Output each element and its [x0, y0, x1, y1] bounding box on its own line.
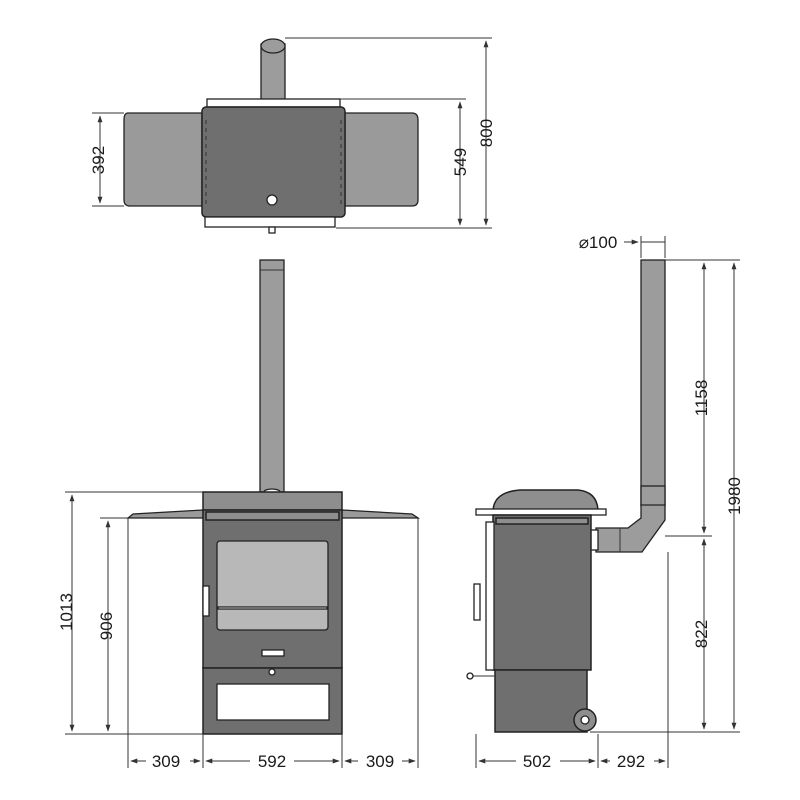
- front-view-right-shelf: [341, 509, 421, 519]
- top-view-knob: [266, 194, 278, 206]
- front-view-badge: [261, 649, 285, 657]
- top-view-flue: [260, 43, 286, 105]
- front-view-door-glass: [216, 540, 329, 631]
- dim-overall-depth: 800: [477, 119, 496, 147]
- front-view-top-plate: [202, 491, 343, 511]
- dim-outlet-height: 822: [692, 620, 711, 648]
- dim-outlet-offset: 292: [617, 752, 645, 771]
- front-view-flue: [259, 259, 285, 493]
- dim-body-width: 592: [258, 752, 286, 771]
- top-view-dimensions: 392 549 800: [89, 37, 496, 229]
- side-view-body: [492, 514, 592, 671]
- front-view-left-shelf: [126, 509, 204, 519]
- dim-shelf-height: 906: [97, 612, 116, 640]
- dim-left-shelf-width: 309: [152, 752, 180, 771]
- top-view-front-rail: [204, 216, 336, 228]
- front-view-log-store: [216, 683, 330, 721]
- dim-side-body-depth: 502: [523, 752, 551, 771]
- front-view: [126, 259, 421, 735]
- side-view-handle: [473, 583, 481, 621]
- dim-body-depth-top: 549: [451, 148, 470, 176]
- side-view-dimensions: ⌀100 1158 822 1980 502 292: [475, 233, 744, 771]
- side-view: [466, 259, 666, 733]
- side-view-flue-elbow: [595, 504, 666, 553]
- dim-total-height: 1980: [725, 477, 744, 515]
- side-view-top: [492, 489, 599, 513]
- dim-right-shelf-width: 309: [366, 752, 394, 771]
- side-view-flue: [640, 259, 666, 506]
- top-view-flue-cap: [260, 38, 286, 54]
- top-view: [123, 38, 419, 234]
- top-view-right-shelf: [344, 112, 419, 207]
- dim-flue-diameter: ⌀100: [579, 233, 618, 252]
- side-view-base: [494, 669, 588, 733]
- front-view-dimensions: 1013 906 309 592 309: [57, 491, 419, 771]
- dim-flue-height: 1158: [692, 380, 711, 417]
- front-view-door-handle: [202, 585, 210, 617]
- dim-overall-height: 1013: [57, 593, 76, 631]
- top-view-left-shelf: [123, 112, 203, 207]
- dim-shelf-depth: 392: [89, 146, 108, 174]
- top-view-rear-rail: [206, 98, 341, 108]
